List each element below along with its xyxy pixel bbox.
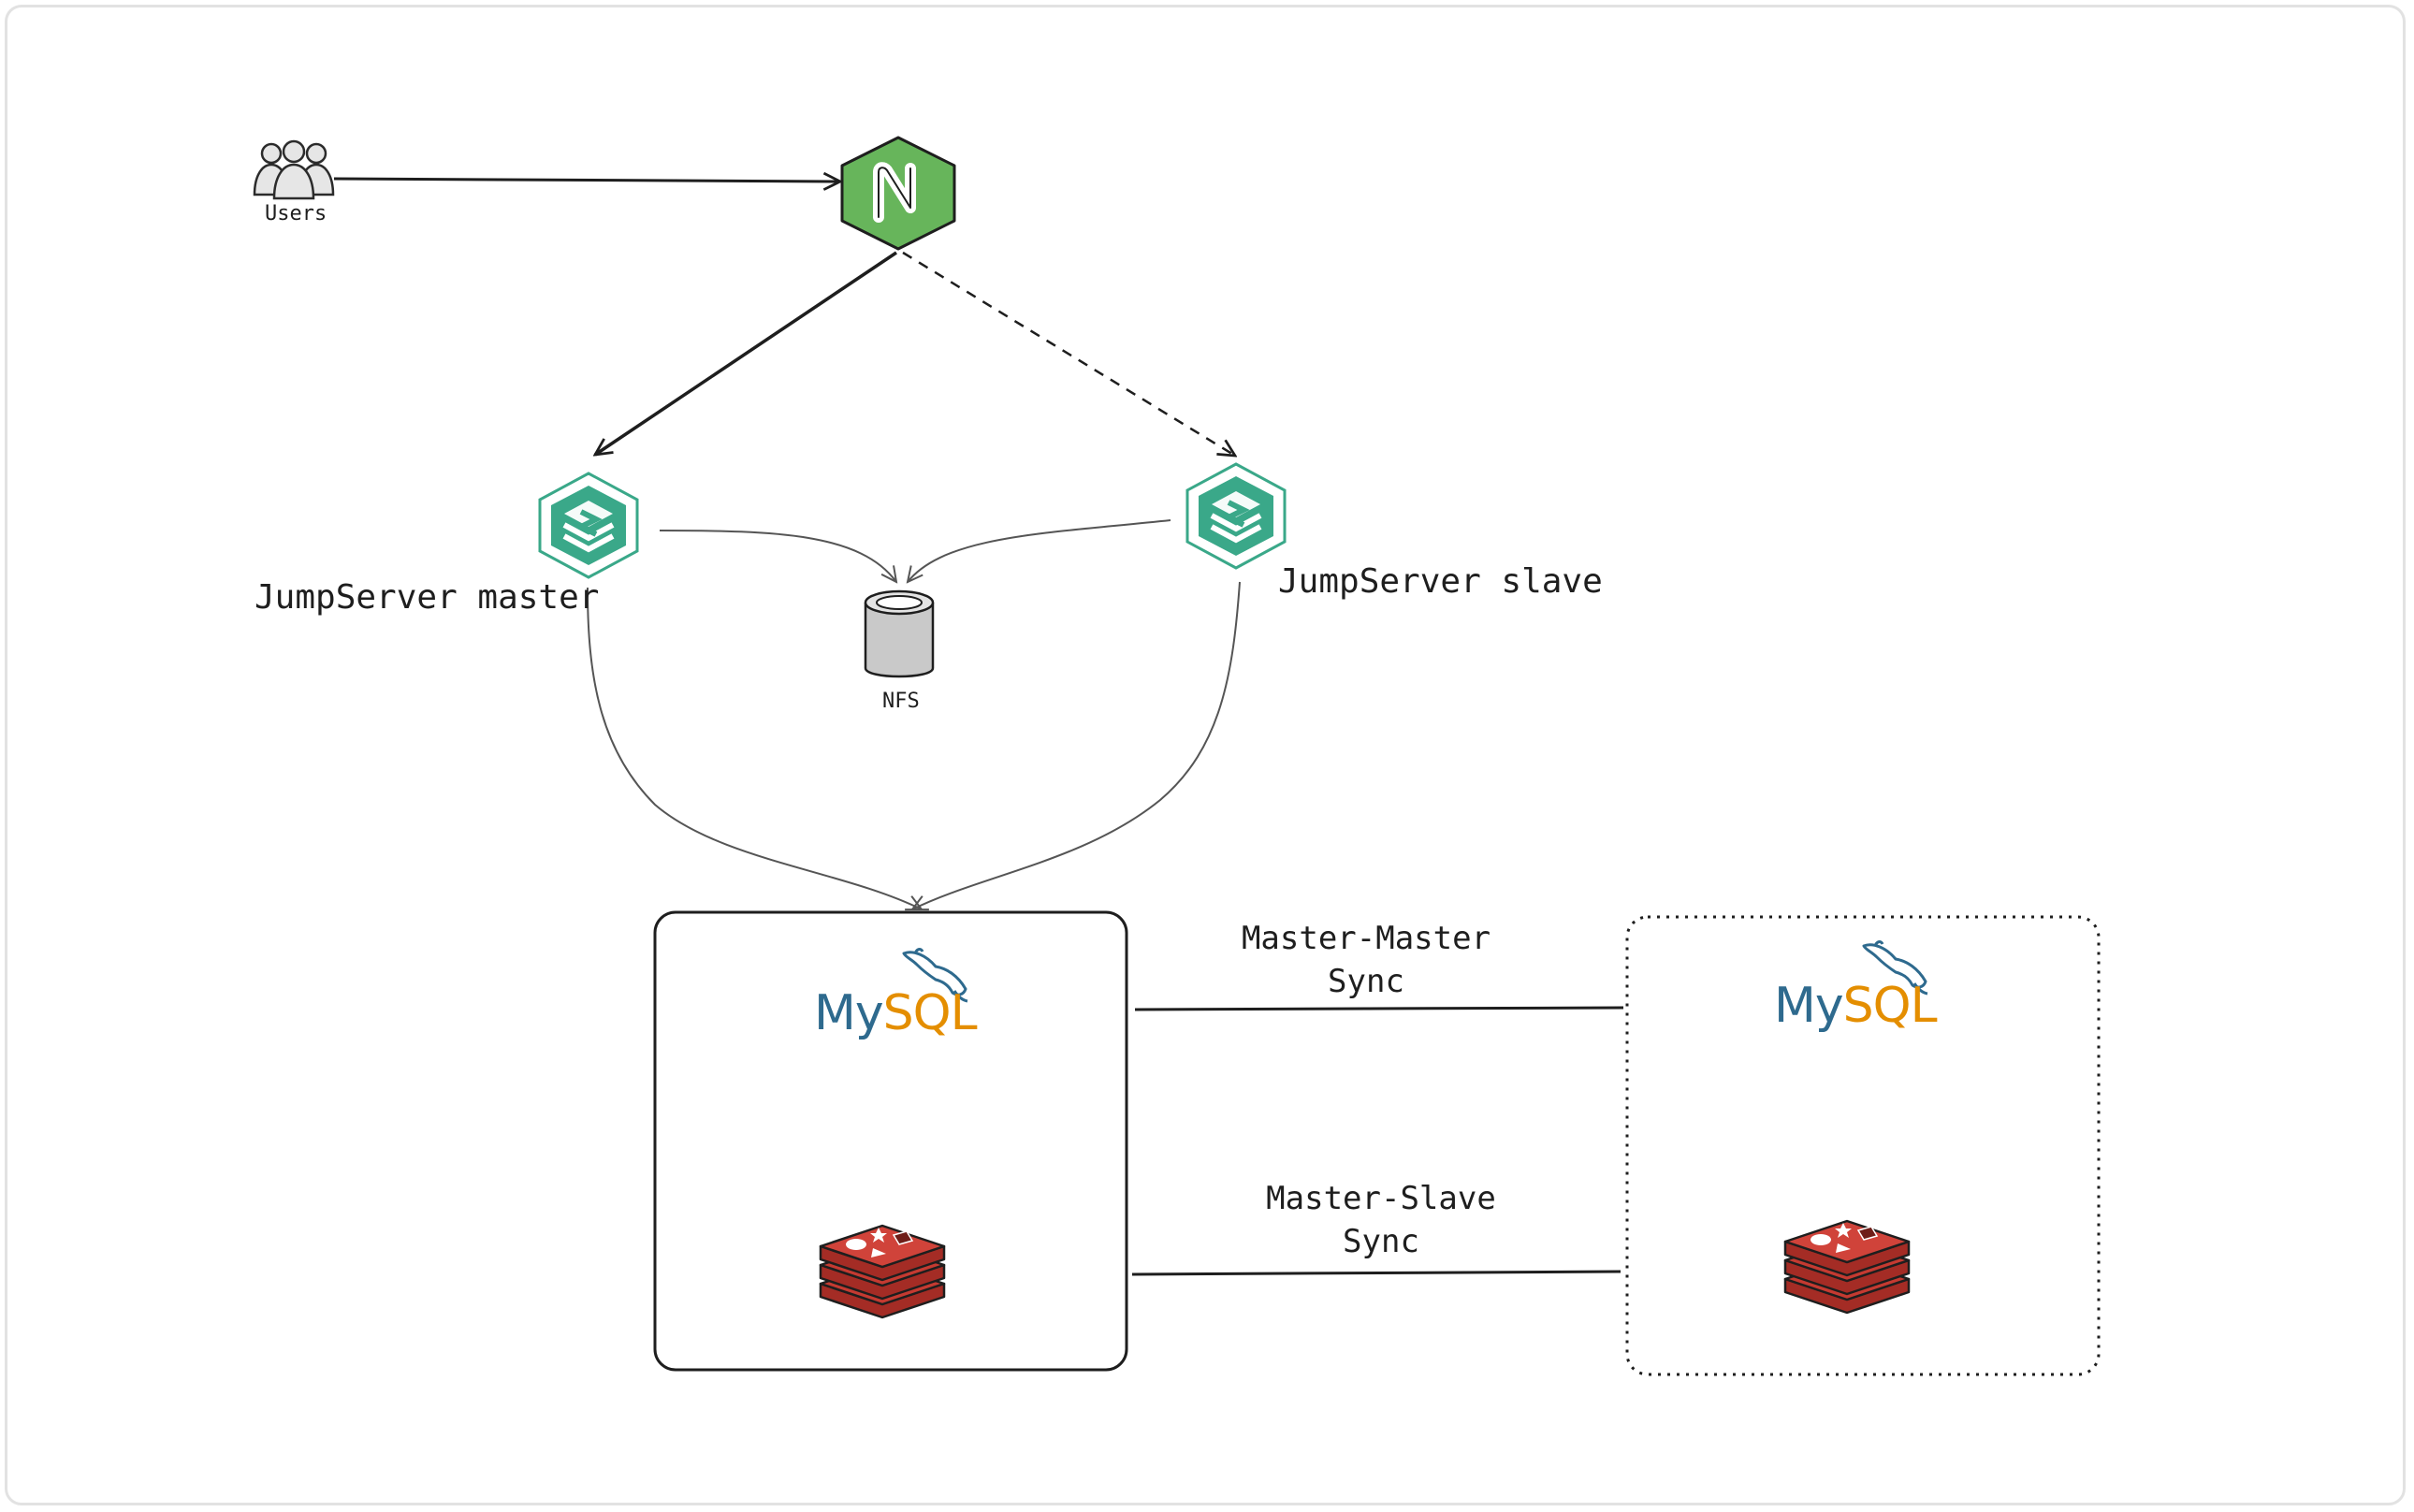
dolphin-icon [1862, 940, 1928, 996]
edge-slave-primary [912, 581, 1241, 909]
sync-label-line2: Sync [1343, 1223, 1419, 1260]
jumpserver-icon [538, 472, 639, 579]
jumpserver-master-label: JumpServer master [254, 578, 600, 617]
redis-icon [819, 1224, 946, 1319]
sync-label-line1: Master-Master [1241, 920, 1491, 957]
mysql-my: My [814, 985, 884, 1041]
mysql-wordmark: MySQL [1774, 978, 1938, 1034]
secondary-data-box [1625, 915, 2101, 1376]
database-cylinder-icon [864, 589, 935, 678]
sync-label-line1: Master-Slave [1266, 1180, 1496, 1217]
jumpserver-slave-label: JumpServer slave [1278, 562, 1603, 601]
edge-master-nfs [659, 530, 896, 582]
users-label: Users [265, 202, 327, 225]
jumpserver-icon [1185, 462, 1287, 570]
nfs-label: NFS [882, 690, 920, 713]
nginx-icon [840, 136, 956, 251]
edge-slave-nfs [908, 519, 1171, 582]
mysql-sql: SQL [1842, 978, 1938, 1034]
primary-data-box [653, 910, 1128, 1372]
mysql-wordmark: MySQL [814, 985, 978, 1041]
edge-nginx-jumpserver-slave [902, 251, 1235, 456]
users-group-icon [253, 139, 335, 200]
edge-users-nginx [333, 179, 840, 182]
mysql-logo: MySQL [812, 948, 981, 1041]
mysql-my: My [1774, 978, 1844, 1034]
diagram-frame [5, 5, 2406, 1505]
edge-master-primary [587, 587, 922, 909]
sync-label-line2: Sync [1328, 963, 1404, 1000]
edge-master-slave-sync [1131, 1270, 1621, 1276]
mysql-sql: SQL [882, 985, 978, 1041]
master-slave-sync-label: Master-Slave Sync [1231, 1177, 1531, 1263]
dolphin-icon [902, 948, 968, 1003]
edge-nginx-jumpserver-master [595, 251, 897, 455]
mysql-logo: MySQL [1772, 940, 1941, 1034]
edge-master-master-sync [1134, 1006, 1624, 1011]
redis-icon [1783, 1219, 1911, 1315]
master-master-sync-label: Master-Master Sync [1216, 917, 1516, 1003]
